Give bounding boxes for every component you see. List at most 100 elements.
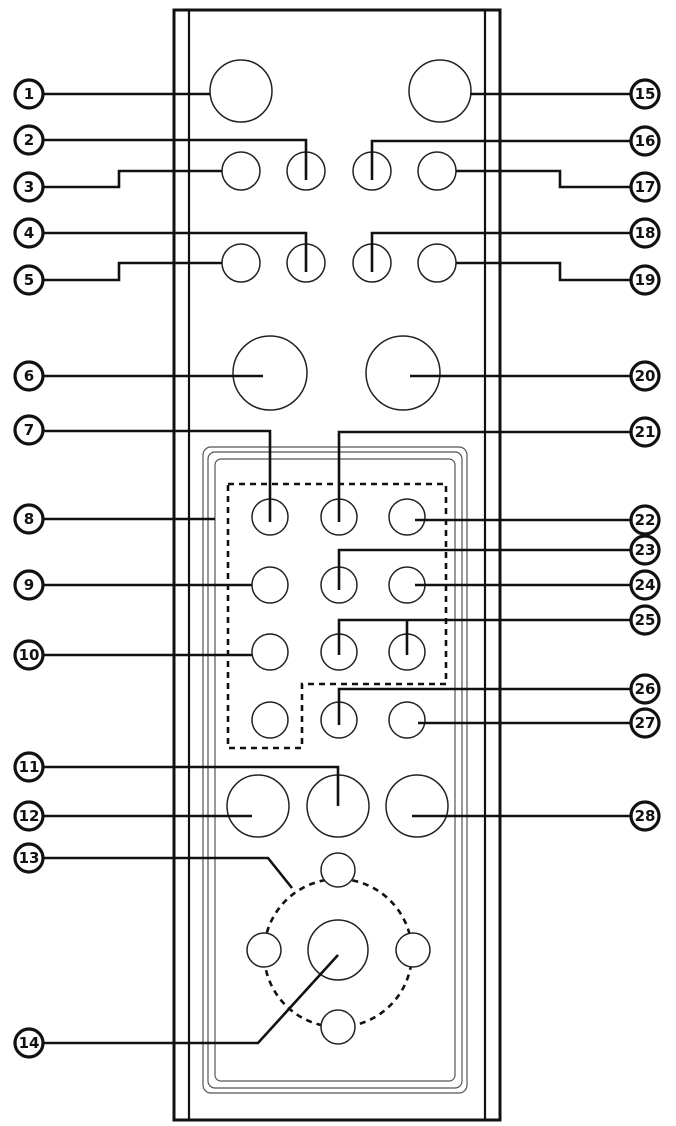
b-nav-right[interactable] xyxy=(395,932,431,968)
callout-label-20: 20 xyxy=(635,367,656,385)
leader-4 xyxy=(44,231,308,272)
b-big-l[interactable] xyxy=(232,335,308,411)
callout-11: 11 xyxy=(13,751,45,783)
callout-circle-24 xyxy=(629,569,661,601)
callout-label-28: 28 xyxy=(635,807,656,825)
callout-circle-20 xyxy=(629,360,661,392)
panel-outer xyxy=(202,446,468,1094)
callout-16: 16 xyxy=(629,125,661,157)
b-r1[interactable] xyxy=(408,59,472,123)
b-r2c1[interactable] xyxy=(221,151,261,191)
callout-circle-18 xyxy=(629,217,661,249)
callout-6: 6 xyxy=(13,360,45,392)
callout-circle-6 xyxy=(13,360,45,392)
callout-7: 7 xyxy=(13,414,45,446)
b-k31[interactable] xyxy=(251,633,289,671)
callout-markers: 1234567891011121314151617181920212223242… xyxy=(13,78,661,1059)
b-m3[interactable] xyxy=(385,774,449,838)
callout-15: 15 xyxy=(629,78,661,110)
callout-9: 9 xyxy=(13,569,45,601)
callout-label-2: 2 xyxy=(24,131,34,149)
callout-3: 3 xyxy=(13,171,45,203)
callout-5: 5 xyxy=(13,264,45,296)
b-k13[interactable] xyxy=(388,498,426,536)
callout-1: 1 xyxy=(13,78,45,110)
leader-13 xyxy=(44,856,294,889)
leader-25 xyxy=(337,618,630,655)
callout-25: 25 xyxy=(629,604,661,636)
leader-16 xyxy=(370,139,630,180)
dash-region xyxy=(226,482,448,750)
b-k41[interactable] xyxy=(251,701,289,739)
callout-18: 18 xyxy=(629,217,661,249)
callout-20: 20 xyxy=(629,360,661,392)
callout-circle-9 xyxy=(13,569,45,601)
callout-circle-7 xyxy=(13,414,45,446)
callout-circle-13 xyxy=(13,842,45,874)
callout-label-14: 14 xyxy=(19,1034,40,1052)
b-m1[interactable] xyxy=(226,774,290,838)
callout-circle-15 xyxy=(629,78,661,110)
callout-circle-21 xyxy=(629,416,661,448)
buttons xyxy=(209,59,472,1045)
remote-outline xyxy=(172,8,502,1122)
callout-label-17: 17 xyxy=(635,178,656,196)
panel-inner xyxy=(214,458,456,1082)
callout-label-27: 27 xyxy=(635,714,656,732)
callout-label-26: 26 xyxy=(635,680,656,698)
leader-5 xyxy=(44,261,222,282)
remote-body xyxy=(172,8,502,1122)
b-ok[interactable] xyxy=(307,919,369,981)
callout-label-10: 10 xyxy=(19,646,40,664)
leader-14 xyxy=(44,954,339,1045)
callout-label-23: 23 xyxy=(635,541,656,559)
callout-label-25: 25 xyxy=(635,611,656,629)
callout-label-22: 22 xyxy=(635,511,656,529)
leader-17 xyxy=(456,169,630,189)
b-r2c4[interactable] xyxy=(417,151,457,191)
callout-label-6: 6 xyxy=(24,367,34,385)
b-k43[interactable] xyxy=(388,701,426,739)
leader-2 xyxy=(44,138,308,180)
callout-label-3: 3 xyxy=(24,178,34,196)
callout-4: 4 xyxy=(13,217,45,249)
callout-circle-4 xyxy=(13,217,45,249)
callout-label-21: 21 xyxy=(635,423,656,441)
callout-label-18: 18 xyxy=(635,224,656,242)
leader-19 xyxy=(456,261,630,282)
b-nav-left[interactable] xyxy=(246,932,282,968)
callout-label-24: 24 xyxy=(635,576,656,594)
leader-21 xyxy=(337,430,630,522)
callout-label-4: 4 xyxy=(24,224,34,242)
b-l1[interactable] xyxy=(209,59,273,123)
callout-21: 21 xyxy=(629,416,661,448)
b-big-r[interactable] xyxy=(365,335,441,411)
callout-26: 26 xyxy=(629,673,661,705)
b-nav-down[interactable] xyxy=(320,1009,356,1045)
b-nav-up[interactable] xyxy=(320,852,356,888)
b-r3c1[interactable] xyxy=(221,243,261,283)
callout-label-5: 5 xyxy=(24,271,34,289)
callout-17: 17 xyxy=(629,171,661,203)
callout-circle-16 xyxy=(629,125,661,157)
callout-circle-12 xyxy=(13,800,45,832)
callout-label-11: 11 xyxy=(19,758,40,776)
leader-18 xyxy=(370,231,630,272)
b-k21[interactable] xyxy=(251,566,289,604)
callout-label-16: 16 xyxy=(635,132,656,150)
callout-12: 12 xyxy=(13,800,45,832)
callout-circle-1 xyxy=(13,78,45,110)
callout-circle-10 xyxy=(13,639,45,671)
callout-circle-22 xyxy=(629,504,661,536)
callout-label-12: 12 xyxy=(19,807,40,825)
callout-13: 13 xyxy=(13,842,45,874)
callout-circle-26 xyxy=(629,673,661,705)
callout-27: 27 xyxy=(629,707,661,739)
leader-3 xyxy=(44,169,222,189)
callout-circle-5 xyxy=(13,264,45,296)
panel-middle xyxy=(207,451,463,1089)
callout-circle-14 xyxy=(13,1027,45,1059)
callout-label-15: 15 xyxy=(635,85,656,103)
b-r3c4[interactable] xyxy=(417,243,457,283)
